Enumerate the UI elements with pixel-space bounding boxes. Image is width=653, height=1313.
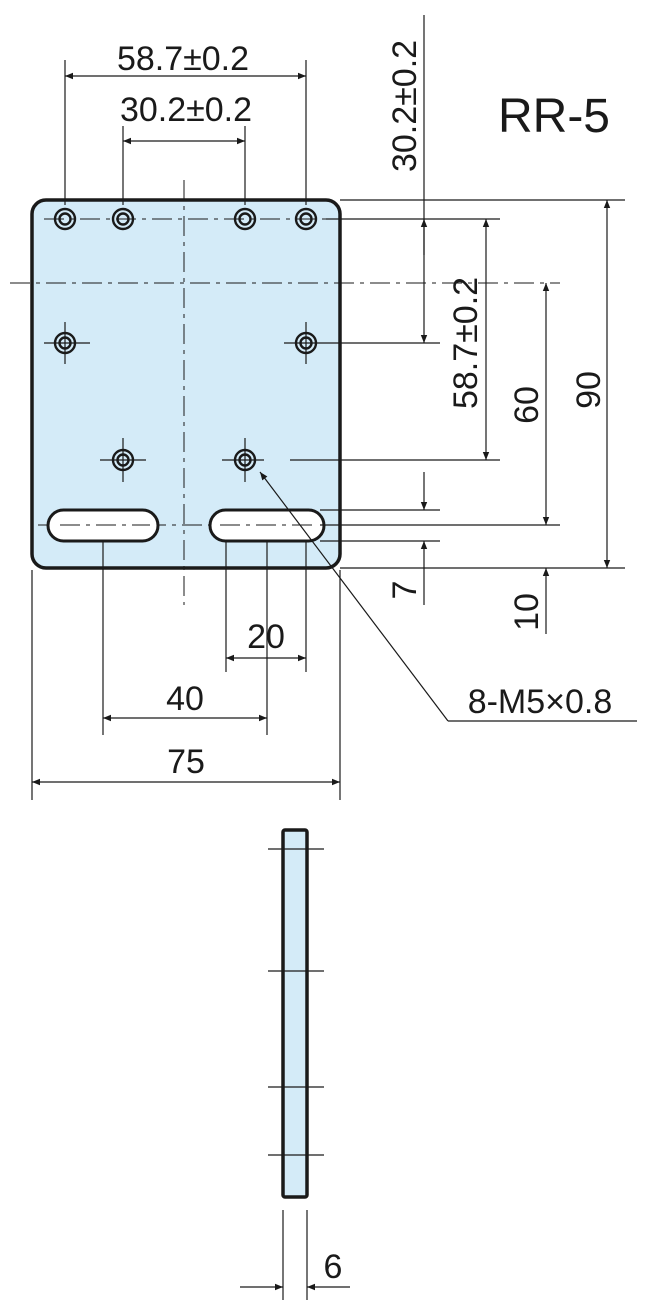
extension-lines-bottom [31, 541, 341, 800]
hole [233, 207, 257, 231]
extension-lines-right [290, 199, 625, 569]
hole [111, 207, 135, 231]
dim-top-outer [64, 60, 307, 205]
dim-40-label: 40 [166, 680, 204, 718]
dim-vert-inner-label: 30.2±0.2 [386, 40, 424, 172]
hole [111, 448, 135, 472]
plate-side-view [281, 828, 309, 1199]
hole [233, 448, 257, 472]
part-label: RR-5 [498, 90, 610, 143]
dim-top-inner [122, 126, 246, 205]
dim-60-label: 60 [508, 386, 546, 424]
side-view-hole-marks [268, 848, 324, 1156]
dim-top-outer-label: 58.7±0.2 [117, 40, 249, 78]
hole [53, 207, 77, 231]
threaded-holes [53, 207, 318, 472]
dim-10-label: 10 [508, 593, 546, 631]
thread-callout-leader [259, 471, 637, 722]
dim-7-label: 7 [386, 581, 424, 600]
hole [53, 331, 77, 355]
dim-thickness-label: 6 [324, 1248, 343, 1286]
dim-75-label: 75 [167, 743, 205, 781]
hole [294, 331, 318, 355]
thread-callout-label: 8-M5×0.8 [468, 683, 613, 721]
dim-top-inner-label: 30.2±0.2 [120, 91, 252, 129]
hole [294, 207, 318, 231]
hole-center-marks [44, 218, 340, 482]
dim-90-label: 90 [570, 371, 608, 409]
dim-20-label: 20 [247, 618, 285, 656]
dim-vert-outer-label: 58.7±0.2 [447, 277, 485, 409]
dim-thickness [240, 1210, 350, 1300]
